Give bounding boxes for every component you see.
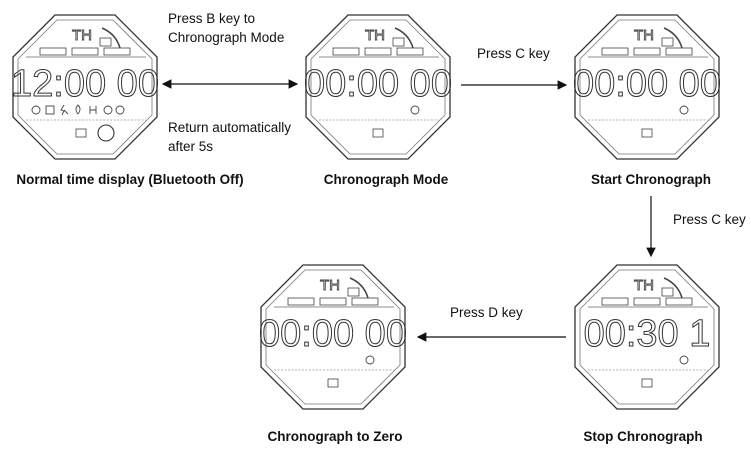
phone-icon [663,277,683,299]
status-icons-row [31,104,125,116]
label-press-d: Press D key [450,305,523,320]
label-press-c-2: Press C key [673,212,746,227]
lcd-digits: 00:00 00 [304,63,452,105]
label-press-c-1: Press C key [477,46,550,61]
watch-chrono-mode: TH 00:00 00 [304,14,452,160]
stopwatch-icon [365,355,375,365]
mail-icon [661,287,674,297]
label-return-auto: Return automatically after 5s [168,120,292,154]
mail-icon [99,37,112,47]
caption-stop: Stop Chronograph [583,429,703,444]
stopwatch-icon [410,105,420,115]
battery-icon [372,128,384,138]
caption-normal: Normal time display (Bluetooth Off) [16,172,244,187]
th-glyph: TH [365,27,385,44]
watch-chrono-zero: TH 00:00 00 [259,264,407,410]
phone-icon [349,277,369,299]
bluetooth-off-icon [97,124,115,142]
watch-stop-chrono: TH 00:30 1 [574,264,720,410]
mail-icon [347,287,360,297]
caption-start: Start Chronograph [591,172,711,187]
watch-normal-display: TH 12:00 00 [11,14,159,160]
lcd-digits: 00:30 1 [584,313,711,355]
lcd-digits: 00:00 00 [259,313,407,355]
caption-chrono-mode: Chronograph Mode [323,172,449,187]
mail-icon [392,37,405,47]
caption-zero: Chronograph to Zero [267,429,403,444]
lcd-digits: 00:00 00 [573,63,721,105]
label-press-b: Press B key to Chronograph Mode [168,11,285,45]
battery-icon [641,378,653,388]
battery-icon [641,128,653,138]
th-glyph: TH [634,27,654,44]
mail-icon [661,37,674,47]
th-glyph: TH [72,27,92,44]
battery-icon [327,378,339,388]
phone-icon [663,27,683,49]
stopwatch-icon [679,105,689,115]
watch-start-chrono: TH 00:00 00 [573,14,721,160]
phone-icon [101,27,121,49]
th-glyph: TH [634,277,654,294]
th-glyph: TH [320,277,340,294]
battery-icon [75,128,87,138]
lcd-digits: 12:00 00 [11,63,159,105]
phone-icon [394,27,414,49]
stopwatch-icon [679,355,689,365]
